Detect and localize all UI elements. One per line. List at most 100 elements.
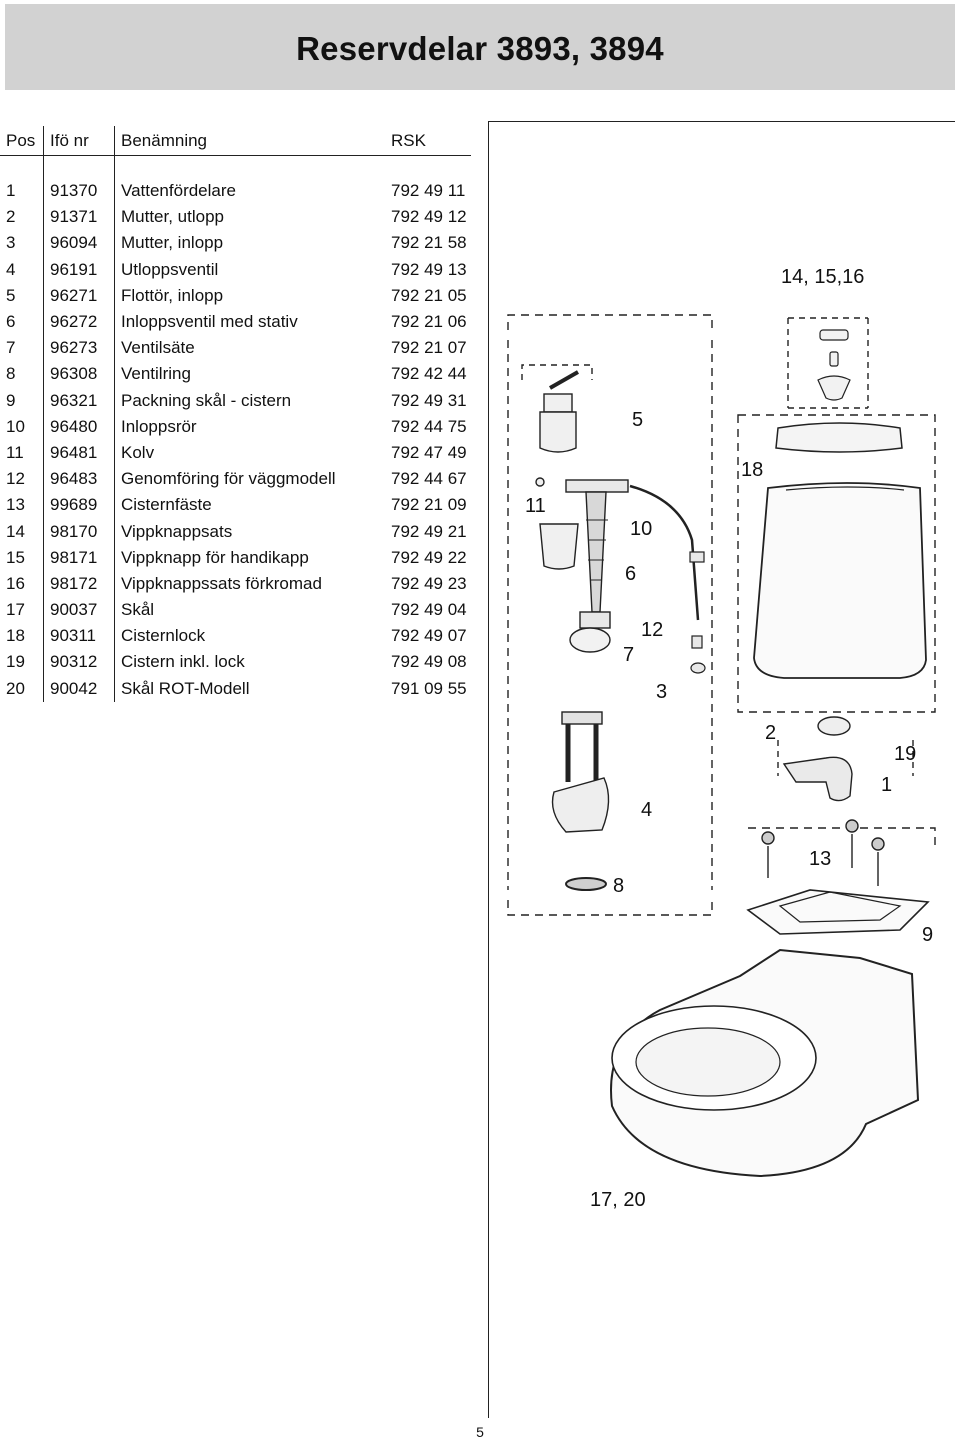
cell-pos: 12 (0, 466, 44, 493)
cell-name: Ventilring (121, 364, 191, 384)
cell-pos: 13 (0, 492, 44, 519)
cell-pos: 3 (0, 230, 44, 257)
page-title: Reservdelar 3893, 3894 (296, 30, 664, 67)
wall-feedthrough-icon (691, 635, 703, 649)
cell-name: Mutter, utlopp (121, 207, 225, 227)
callout-7: 7 (623, 644, 635, 666)
callout-4: 4 (641, 799, 653, 821)
callout-17-20: 17, 20 (590, 1189, 646, 1211)
cell-ifo: 90042 (43, 675, 115, 702)
callout-8: 8 (613, 875, 625, 897)
cistern-icon (753, 482, 927, 679)
cell-name: Vippknappsats (121, 521, 233, 541)
cell-ifo: 96272 (43, 308, 115, 336)
cell-name: Packning skål - cistern (121, 390, 292, 410)
cell-pos: 7 (0, 335, 44, 362)
cell-rsk: 792 44 75 (391, 416, 467, 436)
cell-rsk: 792 49 13 (391, 259, 467, 279)
cell-pos: 4 (0, 256, 44, 283)
cell-rsk: 792 49 04 (391, 600, 467, 620)
cell-name: Utloppsventil (121, 259, 219, 279)
table-spacer-row (0, 155, 471, 178)
cell-pos: 9 (0, 387, 44, 414)
cell-pos: 20 (0, 675, 44, 702)
toilet-bowl-icon (610, 948, 920, 1178)
cell-ifo: 99689 (43, 492, 115, 519)
cell-ifo: 96308 (43, 361, 115, 388)
cell-rsk: 792 42 44 (391, 364, 467, 384)
cell-name: Mutter, inlopp (121, 233, 224, 253)
callout-18: 18 (741, 459, 764, 481)
cell-rsk: 792 49 08 (391, 652, 467, 672)
callout-19: 19 (894, 743, 917, 765)
cell-name: Cistern inkl. lock (121, 652, 245, 672)
cistern-bracket-icon (761, 819, 885, 886)
cell-ifo: 98172 (43, 570, 115, 597)
water-distributor-icon (782, 756, 853, 802)
cell-name: Inloppsventil med stativ (121, 312, 298, 332)
cell-ifo: 90312 (43, 649, 115, 676)
page-number: 5 (476, 1424, 484, 1440)
cell-rsk: 792 49 11 (391, 181, 466, 201)
title-band (5, 4, 955, 90)
cell-pos: 18 (0, 623, 44, 650)
cell-name: Skål (121, 600, 155, 620)
callout-1: 1 (881, 774, 893, 796)
header-name: Benämning (114, 126, 385, 156)
inner-dashed-frame (507, 314, 713, 916)
callout-6: 6 (625, 563, 637, 585)
cell-pos: 2 (0, 204, 44, 231)
cell-rsk: 792 49 12 (391, 207, 467, 227)
inlet-valve-icon (565, 479, 629, 653)
cell-rsk: 792 44 67 (391, 469, 467, 489)
cell-name: Kolv (121, 442, 155, 462)
exploded-diagram-frame (488, 121, 955, 1418)
cell-pos: 5 (0, 282, 44, 309)
piston-icon (535, 370, 579, 570)
cell-rsk: 792 49 23 (391, 573, 467, 593)
cell-pos: 8 (0, 361, 44, 388)
outlet-valve-icon (551, 711, 610, 833)
cell-name: Vippknappssats förkromad (121, 573, 322, 593)
cell-ifo: 96273 (43, 335, 115, 362)
cistern-dashed-frame (737, 414, 936, 713)
callout-14-15-16: 14, 15,16 (781, 266, 865, 288)
cell-ifo: 96321 (43, 387, 115, 414)
cell-pos: 6 (0, 308, 44, 336)
cell-pos: 1 (0, 178, 44, 205)
cell-ifo: 91370 (43, 178, 115, 205)
cell-ifo: 96483 (43, 466, 115, 493)
cell-rsk: 792 47 49 (391, 442, 467, 462)
callout-12: 12 (641, 619, 664, 641)
cell-ifo: 90037 (43, 597, 115, 624)
cell-pos: 17 (0, 597, 44, 624)
cell-pos: 14 (0, 518, 44, 545)
header-pos: Pos (0, 126, 44, 156)
cell-ifo: 96480 (43, 413, 115, 440)
callout-5: 5 (632, 409, 644, 431)
cell-name: Flottör, inlopp (121, 285, 224, 305)
inlet-nut-icon (690, 662, 706, 674)
callout-3: 3 (656, 681, 668, 703)
cell-rsk: 792 49 21 (391, 521, 467, 541)
callout-11: 11 (525, 495, 546, 517)
gasket-icon (746, 889, 930, 935)
callout-2: 2 (765, 722, 777, 744)
cell-ifo: 91371 (43, 204, 115, 231)
table-header-row: Pos Ifö nr Benämning RSK (0, 126, 471, 156)
